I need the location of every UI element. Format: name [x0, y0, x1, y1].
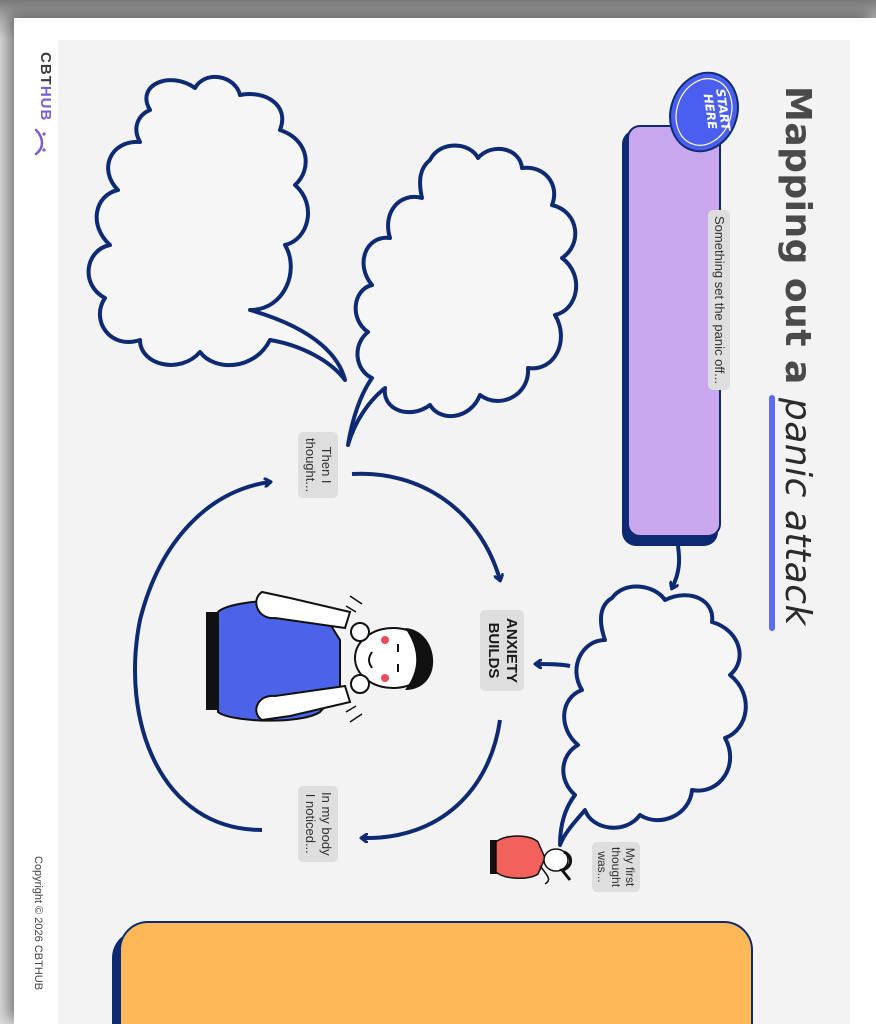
small-person-illustration: [490, 835, 572, 885]
anxiety-line-1: ANXIETY: [503, 618, 520, 684]
thought-bubble-top-right: [346, 143, 579, 447]
then-i-thought-label: Then I thought...: [298, 432, 338, 499]
thought-bubble-top-left: [86, 74, 347, 382]
orange-box: [119, 921, 753, 1024]
logo-smile-icon: [34, 128, 44, 156]
first-line-1: My first: [623, 847, 637, 887]
page-title: Mapping out a panic attack: [777, 86, 818, 626]
title-accent: panic attack: [777, 397, 818, 626]
first-thought-label: My first thought was...: [592, 842, 640, 893]
trigger-label: Something set the panic off...: [708, 210, 730, 391]
arrow-first-thought-to-anxiety: [536, 664, 571, 666]
trigger-box: [627, 125, 721, 537]
start-here-badge: [669, 71, 739, 153]
body-line-2: I noticed...: [303, 793, 318, 854]
logo-prefix: CBT: [37, 52, 54, 86]
first-line-3: was...: [595, 851, 609, 883]
logo-accent: HUB: [37, 85, 54, 122]
anxious-person-illustration: [206, 590, 434, 723]
cbthub-logo: CBTHUB: [37, 52, 54, 121]
copyright-value: Copyright © 2026 CBTHUB: [32, 856, 44, 991]
copyright-text: Copyright © 2026 CBTHUB: [32, 856, 44, 990]
anxiety-line-2: BUILDS: [485, 622, 502, 679]
title-prefix: Mapping out a: [777, 86, 818, 385]
thought-line-1: Then I: [319, 446, 334, 484]
logo-eye-dot: [42, 132, 46, 136]
first-line-2: thought: [609, 847, 623, 888]
arrow-thought-to-anxiety: [351, 471, 500, 580]
trigger-label-text: Something set the panic off...: [712, 216, 727, 385]
thought-bubble-first-thought: [558, 584, 748, 847]
arrow-trigger-to-first-thought: [672, 545, 682, 588]
logo-eye-dot: [42, 148, 46, 152]
body-line-1: In my body: [319, 792, 334, 856]
arrow-body-to-thought: [133, 482, 270, 832]
arrow-anxiety-to-body: [362, 719, 502, 838]
anxiety-builds-label: ANXIETY BUILDS: [480, 610, 524, 692]
thought-line-2: thought...: [303, 438, 318, 493]
start-here-badge-text: START HERE: [700, 88, 733, 133]
body-noticed-label: In my body I noticed...: [298, 786, 338, 862]
